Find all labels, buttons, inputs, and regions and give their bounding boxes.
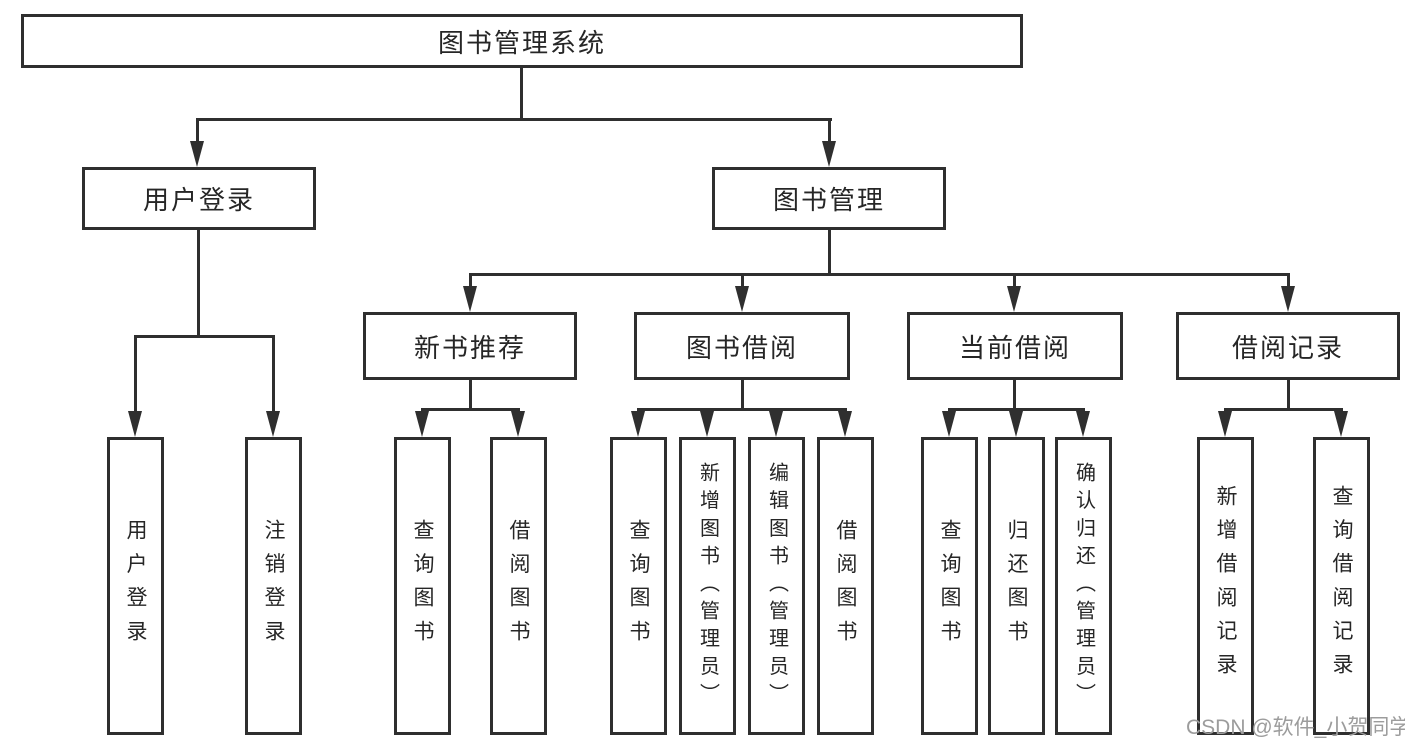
node-bb-query-leaf: 查询图书 xyxy=(610,437,667,735)
connector-line xyxy=(741,273,744,290)
node-bb-add-leaf-label: 新增图书（管理员） xyxy=(696,461,719,711)
node-cb-query-leaf-label: 查询图书 xyxy=(938,518,961,654)
connector-line xyxy=(469,380,472,408)
connector-line xyxy=(272,335,275,413)
arrow-down-icon xyxy=(942,411,956,437)
arrow-down-icon xyxy=(1007,286,1021,312)
node-borrow-record-label: 借阅记录 xyxy=(1231,332,1344,363)
node-login-leaf: 用户登录 xyxy=(107,437,164,735)
node-bb-borrow-leaf: 借阅图书 xyxy=(817,437,874,735)
arrow-down-icon xyxy=(1334,411,1348,437)
arrow-down-icon xyxy=(822,141,836,167)
arrow-down-icon xyxy=(266,411,280,437)
connector-line xyxy=(196,118,199,145)
node-nb-query-leaf-label: 查询图书 xyxy=(411,518,434,654)
node-cb-return-leaf: 归还图书 xyxy=(988,437,1045,735)
node-book-mgmt: 图书管理 xyxy=(712,167,946,230)
connector-line xyxy=(1287,380,1290,408)
node-book-mgmt-label: 图书管理 xyxy=(772,185,885,215)
connector-line xyxy=(469,273,472,290)
connector-line xyxy=(134,335,137,413)
node-user-login: 用户登录 xyxy=(82,167,316,230)
connector-line xyxy=(197,230,200,335)
connector-line xyxy=(1224,408,1343,411)
node-root: 图书管理系统 xyxy=(21,14,1023,68)
arrow-down-icon xyxy=(1281,286,1295,312)
node-nb-borrow-leaf: 借阅图书 xyxy=(490,437,547,735)
arrow-down-icon xyxy=(769,411,783,437)
node-user-login-label: 用户登录 xyxy=(142,185,255,215)
arrow-down-icon xyxy=(128,411,142,437)
node-root-label: 图书管理系统 xyxy=(437,27,606,58)
node-new-book-rec-label: 新书推荐 xyxy=(413,332,526,363)
node-cb-return-leaf-label: 归还图书 xyxy=(1005,518,1028,654)
connector-line xyxy=(1287,273,1290,290)
node-login-leaf-label: 用户登录 xyxy=(124,518,147,654)
node-borrow-record: 借阅记录 xyxy=(1176,312,1400,380)
node-book-borrow-label: 图书借阅 xyxy=(685,332,798,363)
arrow-down-icon xyxy=(463,286,477,312)
node-bb-query-leaf-label: 查询图书 xyxy=(627,518,650,654)
arrow-down-icon xyxy=(415,411,429,437)
connector-line xyxy=(828,230,831,273)
node-book-borrow: 图书借阅 xyxy=(634,312,850,380)
connector-line xyxy=(520,68,523,118)
node-bb-edit-leaf-label: 编辑图书（管理员） xyxy=(765,461,788,711)
connector-line xyxy=(828,118,831,145)
connector-line xyxy=(421,408,520,411)
arrow-down-icon xyxy=(511,411,525,437)
node-nb-query-leaf: 查询图书 xyxy=(394,437,451,735)
node-br-query-leaf-label: 查询借阅记录 xyxy=(1330,485,1353,687)
connector-line xyxy=(1013,273,1016,290)
arrow-down-icon xyxy=(838,411,852,437)
node-bb-edit-leaf: 编辑图书（管理员） xyxy=(748,437,805,735)
node-current-borrow: 当前借阅 xyxy=(907,312,1123,380)
node-br-add-leaf-label: 新增借阅记录 xyxy=(1214,485,1237,687)
connector-line xyxy=(196,118,832,121)
node-logout-leaf: 注销登录 xyxy=(245,437,302,735)
csdn-watermark: CSDN @软件_小贺同学 xyxy=(1186,716,1405,739)
arrow-down-icon xyxy=(1076,411,1090,437)
node-bb-add-leaf: 新增图书（管理员） xyxy=(679,437,736,735)
arrow-down-icon xyxy=(735,286,749,312)
arrow-down-icon xyxy=(700,411,714,437)
node-logout-leaf-label: 注销登录 xyxy=(262,518,285,654)
connector-line xyxy=(1013,380,1016,408)
node-br-add-leaf: 新增借阅记录 xyxy=(1197,437,1254,735)
node-current-borrow-label: 当前借阅 xyxy=(958,332,1071,363)
node-br-query-leaf: 查询借阅记录 xyxy=(1313,437,1370,735)
arrow-down-icon xyxy=(1009,411,1023,437)
arrow-down-icon xyxy=(631,411,645,437)
connector-line xyxy=(741,380,744,408)
node-cb-query-leaf: 查询图书 xyxy=(921,437,978,735)
node-nb-borrow-leaf-label: 借阅图书 xyxy=(507,518,530,654)
node-new-book-rec: 新书推荐 xyxy=(363,312,577,380)
connector-line xyxy=(134,335,275,338)
arrow-down-icon xyxy=(1218,411,1232,437)
arrow-down-icon xyxy=(190,141,204,167)
node-cb-confirm-leaf: 确认归还（管理员） xyxy=(1055,437,1112,735)
node-bb-borrow-leaf-label: 借阅图书 xyxy=(834,518,857,654)
connector-line xyxy=(469,273,1290,276)
node-cb-confirm-leaf-label: 确认归还（管理员） xyxy=(1072,461,1095,711)
connector-line xyxy=(637,408,847,411)
